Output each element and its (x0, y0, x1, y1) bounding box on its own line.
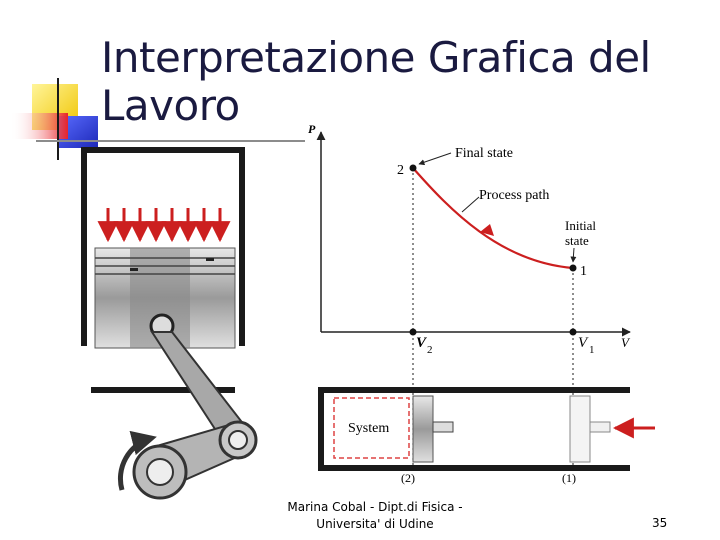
system-label: System (348, 421, 389, 436)
force-arrows (97, 208, 231, 243)
p-axis-label: P (308, 122, 316, 136)
v1-label: V (578, 335, 589, 351)
logo-blocks (10, 78, 305, 160)
final-state-label: Final state (455, 146, 513, 161)
cylinder-gap-right (235, 346, 245, 394)
cylinder-gap-left (81, 346, 91, 394)
cylinder-body (318, 387, 630, 471)
position-2-label: (2) (401, 471, 415, 485)
slide-title-line-1: Interpretazione Grafica del (101, 33, 651, 82)
initial-state-label-2: state (565, 233, 589, 248)
v2-subscript: 2 (427, 344, 433, 356)
footer-line-1: Marina Cobal - Dipt.di Fisica - (287, 500, 463, 514)
piston-position-1 (569, 395, 591, 463)
rotation-arrow (117, 430, 157, 491)
footer-line-2: Universita' di Udine (316, 517, 434, 531)
v1-point (569, 328, 577, 336)
footer: Marina Cobal - Dipt.di Fisica - Universi… (250, 499, 500, 533)
piston-rod-1 (589, 421, 611, 433)
slide-title: Interpretazione Grafica del Lavoro (101, 34, 661, 130)
v2-point (409, 328, 417, 336)
ring-mark-1 (130, 268, 138, 271)
piston-position-2 (412, 395, 434, 463)
process-path-pointer (461, 196, 480, 213)
red-bar (10, 113, 68, 139)
pv-diagram: P V 2 1 Final state Process path Initial… (308, 122, 631, 470)
process-path-arrowhead (480, 224, 494, 236)
v1-subscript: 1 (589, 344, 595, 356)
process-path-curve (412, 167, 574, 270)
initial-state-pointer (570, 247, 577, 263)
engine-illustration (81, 147, 258, 500)
state-2-point (409, 164, 417, 172)
state-2-label: 2 (397, 163, 404, 178)
state-1-point (569, 264, 577, 272)
piston-rod-2 (432, 421, 454, 433)
process-path-label: Process path (479, 188, 549, 203)
v2-label: V (416, 335, 428, 351)
crank-pin-hole (228, 430, 248, 450)
initial-state-label-1: Initial (565, 218, 596, 233)
v-axis-label: V (621, 335, 631, 350)
page-number: 35 (652, 516, 668, 530)
final-state-pointer (418, 152, 452, 166)
system-boundary (333, 397, 410, 459)
slide-title-line-2: Lavoro (101, 81, 240, 130)
piston-cylinder: System (2) (1) (318, 387, 655, 485)
state-1-label: 1 (580, 264, 587, 279)
ring-mark-2 (206, 258, 214, 261)
crankshaft-hole (146, 458, 174, 486)
position-1-label: (1) (562, 471, 576, 485)
